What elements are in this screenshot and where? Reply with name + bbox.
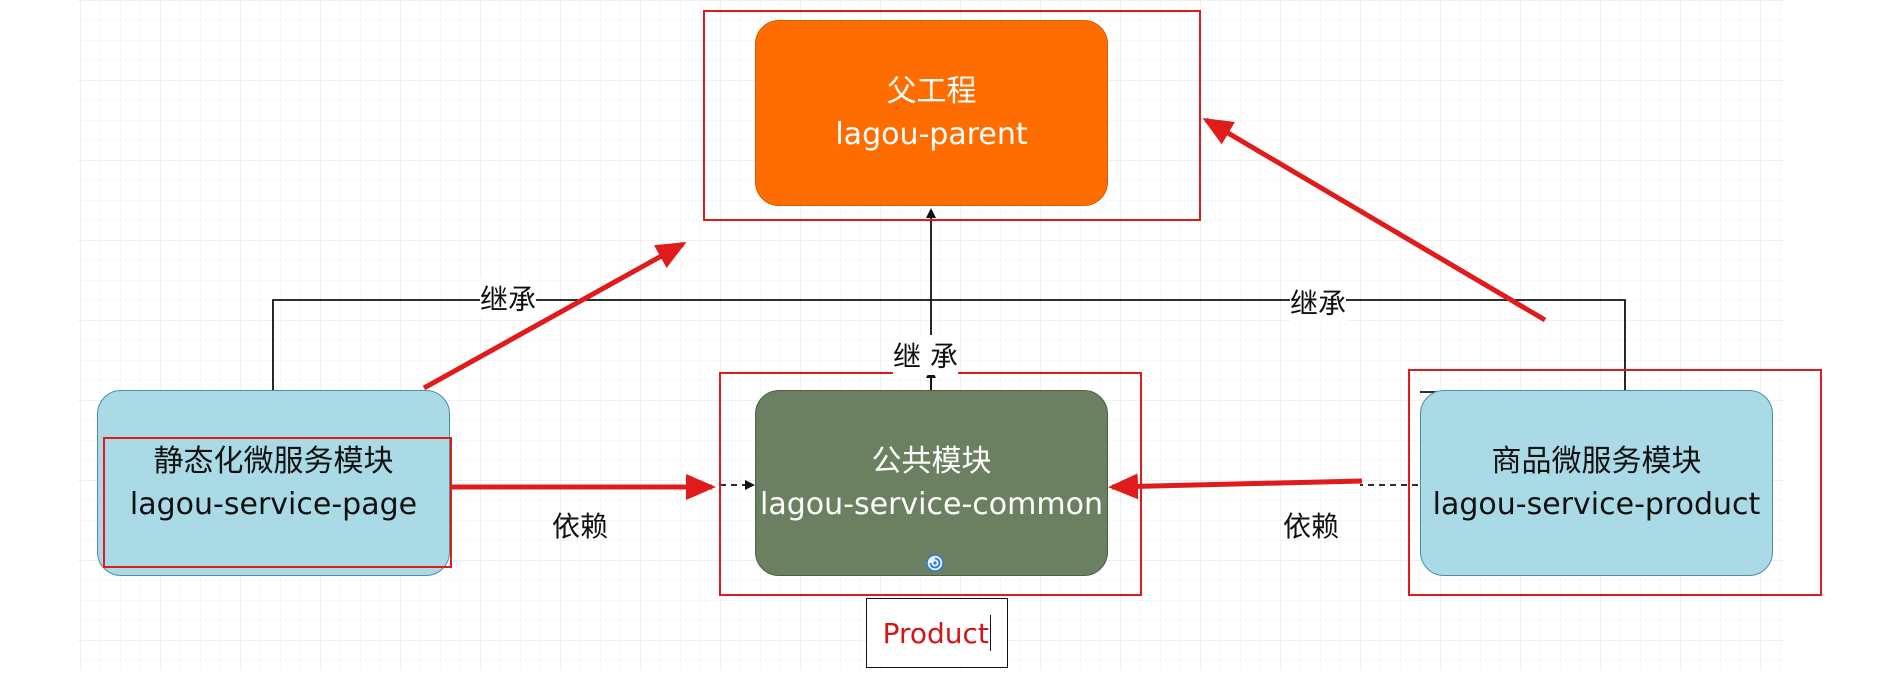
sync-icon[interactable]	[926, 554, 944, 572]
node-page[interactable]: 静态化微服务模块 lagou-service-page	[97, 390, 450, 576]
node-page-artifact: lagou-service-page	[129, 487, 418, 522]
node-page-title: 静态化微服务模块	[153, 443, 394, 479]
edge-label-inherit-center: 继 承	[893, 335, 958, 375]
red-arrow-product-to-parent	[1202, 117, 1547, 323]
node-parent[interactable]: 父工程 lagou-parent	[755, 20, 1108, 206]
red-arrow-product-to-common	[1108, 473, 1363, 500]
red-arrow-page-to-parent	[422, 241, 687, 391]
annotation-arrows	[422, 117, 1547, 500]
text-caret	[989, 615, 992, 651]
edge-label-inherit-right: 继承	[1290, 282, 1347, 322]
node-product[interactable]: 商品微服务模块 lagou-service-product	[1420, 390, 1773, 576]
node-common[interactable]: 公共模块 lagou-service-common	[755, 390, 1108, 576]
edge-label-depend-right: 依赖	[1283, 510, 1340, 543]
node-product-artifact: lagou-service-product	[1432, 487, 1761, 522]
text-edit-box[interactable]: Product	[866, 598, 1008, 668]
edge-label-depend-left: 依赖	[552, 510, 609, 543]
node-common-title: 公共模块	[871, 443, 992, 479]
node-product-title: 商品微服务模块	[1491, 443, 1702, 479]
node-parent-artifact: lagou-parent	[835, 117, 1028, 152]
node-common-artifact: lagou-service-common	[760, 487, 1103, 522]
node-parent-title: 父工程	[886, 73, 977, 109]
text-edit-value: Product	[882, 616, 989, 650]
edge-label-inherit-left: 继承	[480, 278, 537, 318]
inherit-edge-page-to-parent	[272, 299, 1626, 390]
